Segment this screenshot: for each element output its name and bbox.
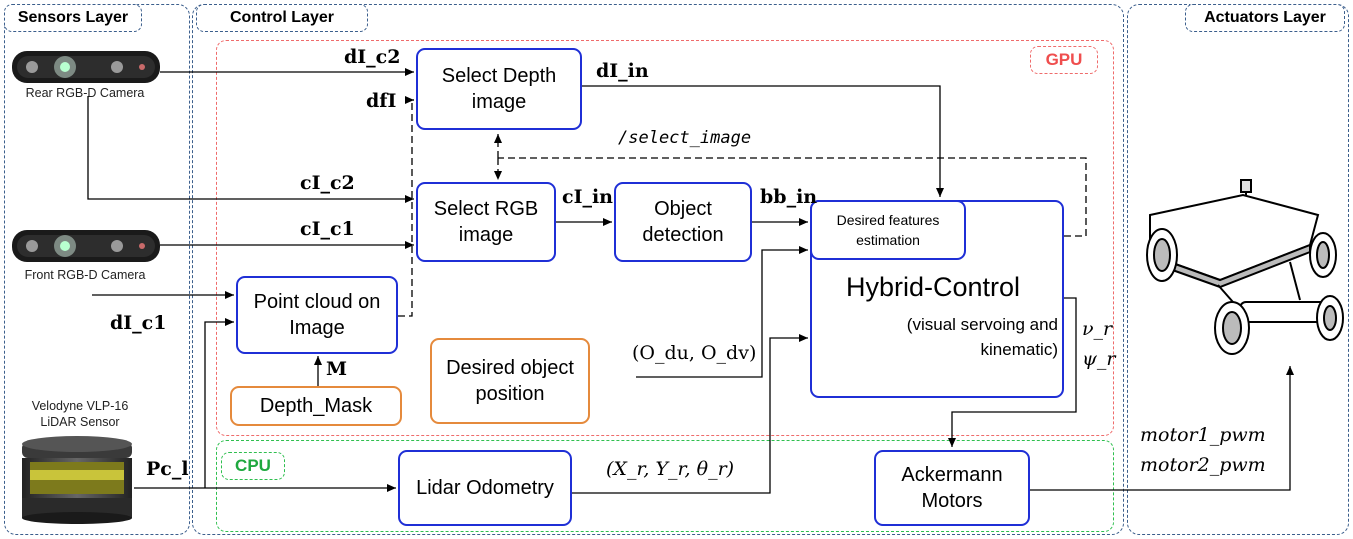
- rear-camera-label: Rear RGB-D Camera: [25, 86, 145, 100]
- signal-motor2: motor2_pwm: [1140, 454, 1266, 476]
- sensors-layer-title: Sensors Layer: [4, 4, 142, 32]
- front-camera-icon: [12, 230, 160, 262]
- signal-desired-pos: (O_du, O_dv): [632, 342, 757, 364]
- lidar-label: Velodyne VLP-16 LiDAR Sensor: [31, 399, 129, 429]
- signal-dI-c1: dI_c1: [110, 312, 167, 334]
- signal-cI-c1: cI_c1: [300, 218, 355, 240]
- gpu-zone: [216, 40, 1114, 436]
- select-depth-block: Select Depth image: [416, 48, 582, 130]
- rear-camera-icon: [12, 51, 160, 83]
- select-rgb-block: Select RGB image: [416, 182, 556, 262]
- signal-motor1: motor1_pwm: [1140, 424, 1266, 446]
- cpu-zone: [216, 440, 1114, 532]
- signal-M: M: [326, 358, 348, 380]
- actuators-layer-title: Actuators Layer: [1185, 4, 1345, 32]
- lidar-odometry-block: Lidar Odometry: [398, 450, 572, 526]
- ackermann-block: Ackermann Motors: [874, 450, 1030, 526]
- depth-mask-block: Depth_Mask: [230, 386, 402, 426]
- cpu-tag: CPU: [221, 452, 285, 480]
- point-cloud-block: Point cloud on Image: [236, 276, 398, 354]
- signal-bb-in: bb_in: [760, 186, 818, 208]
- hybrid-control-title: Hybrid-Control: [846, 272, 1021, 302]
- signal-cI-in: cI_in: [562, 186, 613, 208]
- signal-pc-l: Pc_l: [146, 458, 189, 480]
- signal-v-r: ν_r: [1082, 318, 1113, 340]
- gpu-tag: GPU: [1030, 46, 1098, 74]
- object-detection-block: Object detection: [614, 182, 752, 262]
- robot-car-icon: [1146, 179, 1344, 355]
- hybrid-control-subtitle: (visual servoing and kinematic): [906, 315, 1058, 359]
- signal-cI-c2: cI_c2: [300, 172, 355, 194]
- signal-odom: (X_r, Y_r, θ_r): [606, 458, 735, 480]
- signal-select-image: /select_image: [618, 128, 752, 148]
- lidar-icon: [22, 436, 132, 524]
- signal-dfI: dfI: [366, 90, 397, 112]
- desired-object-block: Desired object position: [430, 338, 590, 424]
- signal-dI-in: dI_in: [596, 60, 649, 82]
- signal-dI-c2: dI_c2: [344, 46, 401, 68]
- front-camera-label: Front RGB-D Camera: [24, 268, 146, 282]
- signal-psi-r: ψ_r: [1082, 348, 1116, 370]
- desired-features-block: Desired features estimation: [810, 200, 966, 260]
- control-layer: [192, 4, 1124, 535]
- control-layer-title: Control Layer: [196, 4, 368, 32]
